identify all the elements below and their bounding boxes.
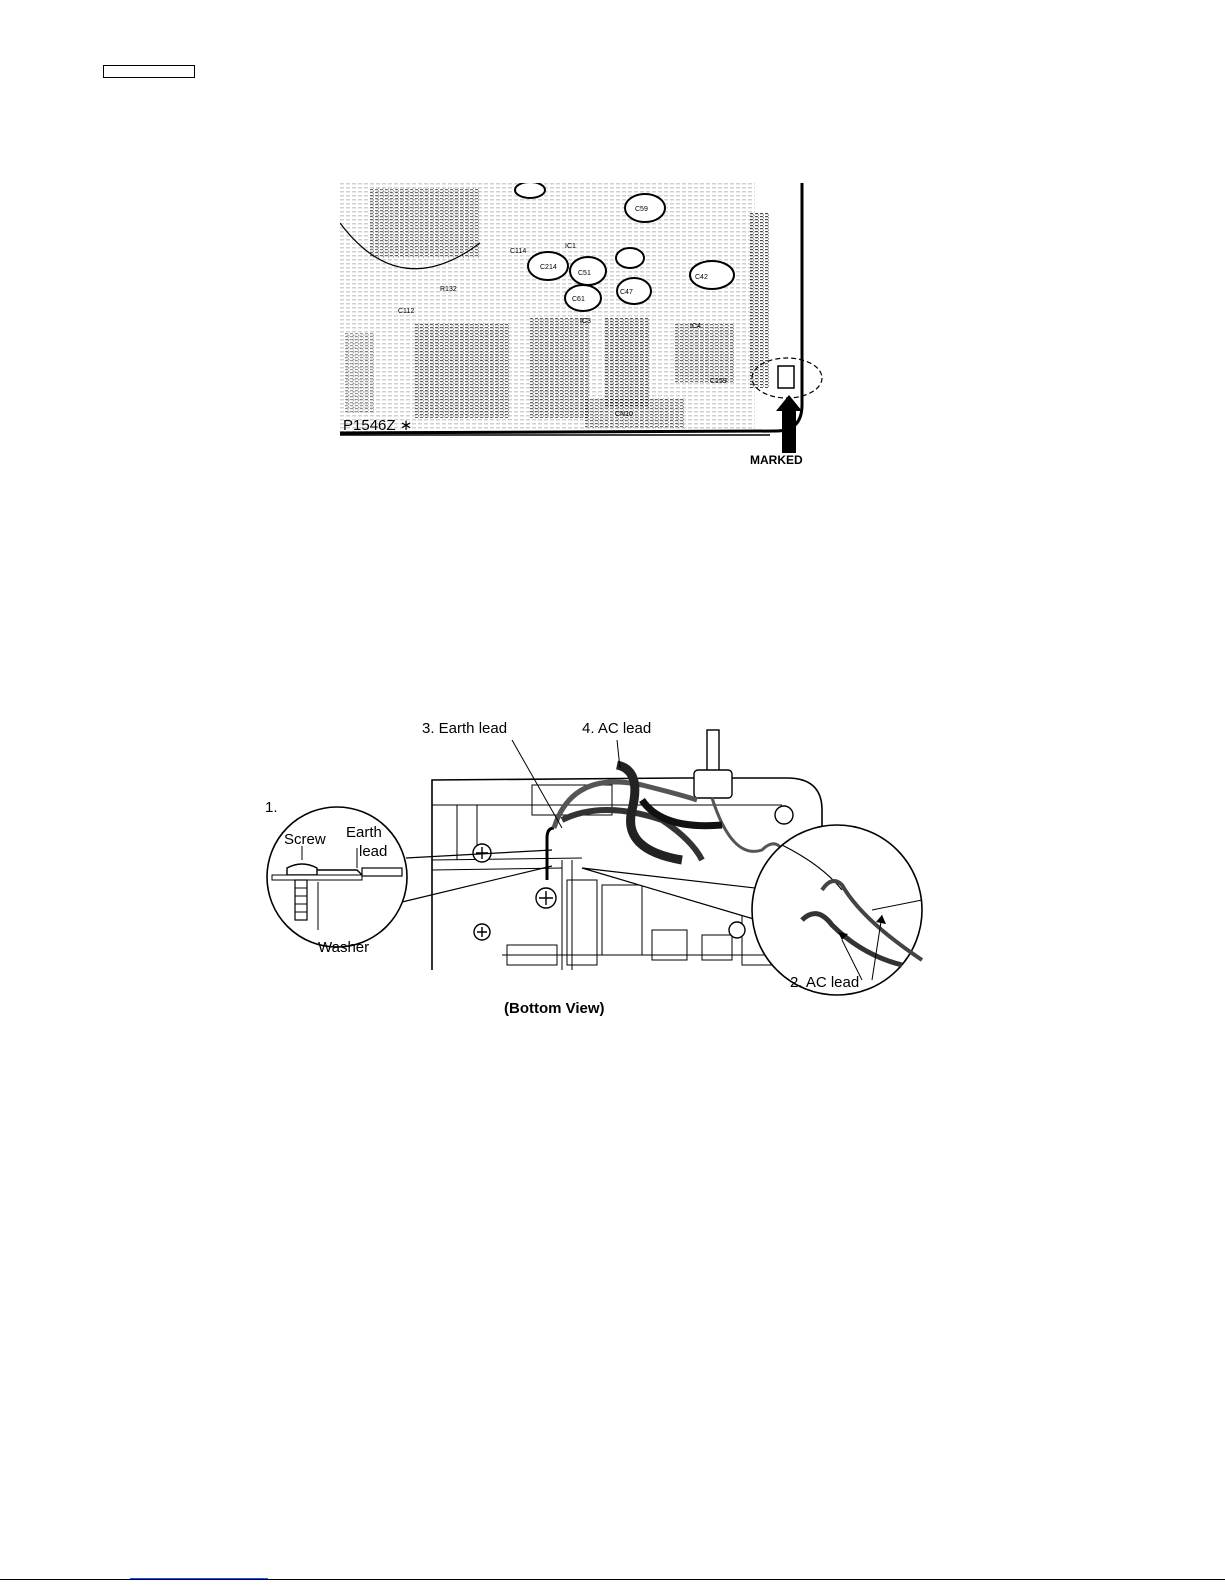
marked-label: MARKED <box>750 453 803 467</box>
pcb-component-label: IC4 <box>690 323 701 330</box>
callout-ac-lead-2: 2. AC lead <box>790 974 859 991</box>
pcb-component-label: C61 <box>572 296 585 303</box>
callout-ac-lead-4: 4. AC lead <box>582 720 651 737</box>
pcb-component-label: CN10 <box>615 411 633 418</box>
header-box <box>103 65 195 78</box>
callout-washer: Washer <box>318 939 369 956</box>
callout-step-1: 1. <box>265 799 278 816</box>
pcb-component-label: C59 <box>635 206 648 213</box>
caption-bottom-view: (Bottom View) <box>504 1000 605 1017</box>
pcb-component-label: IC3 <box>580 318 591 325</box>
footer-link[interactable] <box>130 1577 268 1579</box>
board-code: P1546Z ∗ <box>343 417 412 434</box>
ac-grommet <box>694 730 732 798</box>
cap-right <box>616 248 644 268</box>
callout-earth: Earth <box>346 824 382 841</box>
pcb-component-label: C159 <box>710 378 727 385</box>
bottom-view-diagram: 3. Earth lead 4. AC lead 1. Screw Earth … <box>262 710 942 1030</box>
pcb-diagram: P1546Z ∗ MARKED C114C214IC1C42C59C51IC3C… <box>340 183 830 473</box>
callout-lead: lead <box>359 843 387 860</box>
pcb-component-label: C47 <box>620 289 633 296</box>
pcb-component-label: C51 <box>578 270 591 277</box>
pcb-component-label: C112 <box>398 308 414 315</box>
cap-top <box>515 183 545 198</box>
screw-detail-circle <box>267 807 552 947</box>
pcb-component-label: R132 <box>440 286 457 293</box>
ac-lead-detail-circle <box>752 825 922 995</box>
pcb-component-label: IC1 <box>565 243 576 250</box>
pcb-component-label: C42 <box>695 274 708 281</box>
callout-screw: Screw <box>284 831 326 848</box>
callout-earth-lead: 3. Earth lead <box>422 720 507 737</box>
pcb-component-label: C114 <box>510 248 526 255</box>
marked-arrow <box>776 395 802 453</box>
footer-rule <box>0 1579 1225 1580</box>
pcb-component-label: C214 <box>540 264 557 271</box>
